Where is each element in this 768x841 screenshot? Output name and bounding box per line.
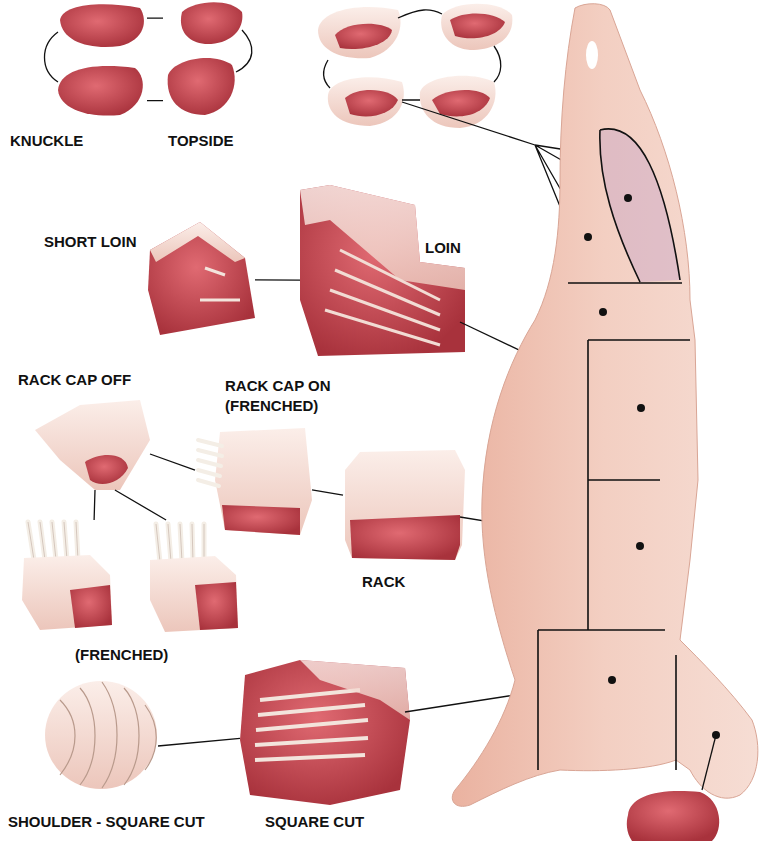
- cut-region: SHORT LOIN: [148, 220, 255, 335]
- connector-line: [158, 738, 240, 746]
- cut-label: SHORT LOIN: [44, 232, 137, 252]
- rack-cut: [345, 450, 465, 560]
- rack-cap-on-cut: [215, 428, 312, 535]
- connector-line: [147, 18, 163, 100]
- cut-region: RACK: [343, 450, 465, 560]
- cut-label: TOPSIDE: [168, 131, 234, 151]
- cut-label: SHOULDER - SQUARE CUT: [8, 812, 205, 832]
- cut-region: (FRENCHED): [20, 520, 238, 632]
- cut-dot: [624, 194, 632, 202]
- knuckle-piece: [60, 4, 144, 47]
- cut-label: SQUARE CUT: [265, 812, 364, 832]
- short-loin-bone: [200, 268, 240, 300]
- leg-piece: [441, 4, 512, 50]
- frenched-bone: [156, 524, 204, 562]
- leg-piece: [328, 77, 404, 126]
- cut-dot: [636, 542, 644, 550]
- frenched-cut: [22, 555, 112, 630]
- net-twine: [60, 682, 156, 788]
- cut-label: RACK CAP OFF: [18, 370, 131, 390]
- cut-label: LOIN: [425, 238, 461, 258]
- cut-dot: [584, 233, 592, 241]
- rack-cap-off-cut: [35, 400, 150, 490]
- cut-boundary: [538, 129, 690, 770]
- frenched-eye: [70, 585, 112, 628]
- frenched-bone-edge: [28, 522, 78, 560]
- hock-hole: [586, 41, 598, 69]
- cut-region: RACK CAP ON (FRENCHED): [195, 425, 312, 535]
- loin-fat: [300, 185, 465, 290]
- rack-bone: [198, 440, 222, 486]
- leg-muscle: [600, 129, 680, 282]
- connector-line: [255, 279, 300, 281]
- frenched-cut: [150, 556, 238, 632]
- leg-piece-lean: [345, 90, 398, 117]
- topside-piece: [181, 2, 242, 44]
- cut-label: RACK: [362, 572, 405, 592]
- shoulder-fat: [300, 660, 410, 720]
- group-ring: [45, 32, 59, 82]
- shoulder-roll: [45, 681, 157, 789]
- cut-label: (FRENCHED): [75, 645, 168, 665]
- short-loin-fat: [150, 222, 245, 262]
- cut-label: RACK CAP ON (FRENCHED): [225, 376, 365, 416]
- leg-piece-lean: [450, 13, 505, 38]
- topside-piece: [168, 58, 235, 115]
- cut-region: SHOULDER - SQUARE CUT: [45, 680, 158, 790]
- frenched-bone: [28, 522, 78, 560]
- rack-eye: [350, 515, 460, 560]
- connector-line: [312, 490, 343, 495]
- leg-piece-lean: [335, 24, 392, 49]
- cut-dot: [599, 308, 607, 316]
- group-ring: [236, 30, 252, 72]
- cut-dot: [637, 404, 645, 412]
- frenched-eye: [195, 582, 238, 630]
- short-loin-cut: [148, 222, 255, 335]
- cut-region: KNUCKLE: [55, 2, 147, 118]
- cut-dot: [608, 676, 616, 684]
- leg-piece: [318, 7, 401, 58]
- loin-rib: [325, 250, 440, 345]
- leader-line: [702, 735, 716, 790]
- cut-region: LOIN: [300, 185, 465, 355]
- leg-piece-lean: [432, 90, 490, 116]
- group-ring: [324, 10, 501, 100]
- rack-cap-on-eye: [222, 505, 300, 535]
- rack-cap-off-eye: [85, 455, 128, 484]
- cut-region: SQUARE CUT: [240, 660, 410, 805]
- neck-piece: [627, 791, 719, 841]
- knuckle-piece: [58, 66, 143, 116]
- shoulder-rib: [255, 690, 368, 760]
- connector-line: [150, 454, 195, 470]
- square-cut-shoulder: [240, 660, 410, 805]
- frenched-bone-edge: [156, 524, 204, 562]
- cut-region: TOPSIDE: [163, 2, 243, 118]
- cut-region: RACK CAP OFF: [33, 400, 150, 490]
- connector-line: [94, 490, 166, 520]
- cut-label: KNUCKLE: [10, 131, 83, 151]
- lamb-carcass: [452, 4, 758, 807]
- loin-cut: [300, 185, 465, 356]
